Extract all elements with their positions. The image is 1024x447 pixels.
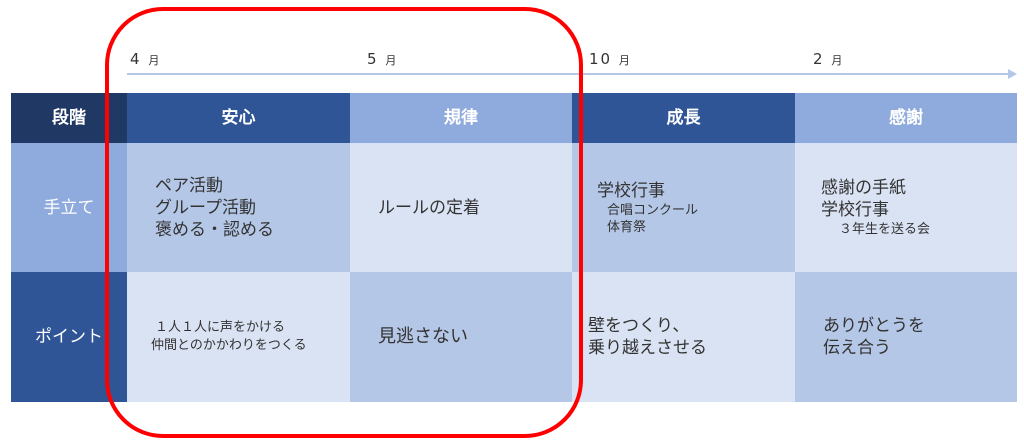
cell-line: ルールの定着 [378,197,480,218]
row-label: ポイント [35,327,103,347]
stage-header-kansha: 感謝 [795,93,1017,143]
stage-header-anshin: 安心 [127,93,350,143]
cell-tedate-seicho: 学校行事 合唱コンクール 体育祭 [572,143,795,272]
month-label-april: 4 月 [130,50,161,68]
stage-label: 安心 [221,108,256,128]
cell-line: 仲間とのかかわりをつくる [151,338,307,353]
row-label: 手立て [43,197,95,218]
cell-line: 学校行事 [821,200,889,220]
month-number: 5 [367,50,379,68]
cell-point-anshin: １人１人に声をかける 仲間とのかかわりをつくる [127,272,350,402]
cell-point-kansha: ありがとうを 伝え合う [795,272,1017,402]
month-label-may: 5 月 [367,50,398,68]
stage-label: 成長 [666,108,701,128]
cell-tedate-kiritsu: ルールの定着 [350,143,572,272]
stage-table: 段階 安心 規律 成長 感謝 手立て ペア活動 グループ活動 褒める・認める ル… [11,93,1017,402]
cell-tedate-anshin: ペア活動 グループ活動 褒める・認める [127,143,350,272]
cell-subline: ３年生を送る会 [839,222,931,237]
cell-point-kiritsu: 見逃さない [350,272,572,402]
row-label-point: ポイント [11,272,127,402]
month-unit: 月 [148,54,162,67]
stage-header-seicho: 成長 [572,93,795,143]
cell-line: 褒める・認める [155,219,274,240]
row-label-tedate: 手立て [11,143,127,272]
cell-line: ペア活動 [155,175,223,196]
month-number: 2 [813,50,825,68]
month-unit: 月 [831,54,845,67]
cell-subline: 合唱コンクール [607,202,699,218]
timeline-arrow-icon [1008,69,1017,79]
stage-label: 感謝 [889,108,923,128]
cell-tedate-kansha: 感謝の手紙 学校行事 ３年生を送る会 [795,143,1017,272]
cell-line: １人１人に声をかける [155,320,286,335]
cell-line: 壁をつくり、 [588,316,690,336]
month-number: 4 [130,50,142,68]
month-label-october: 10 月 [589,50,632,68]
cell-line: 伝え合う [823,338,891,358]
stage-header-kiritsu: 規律 [350,93,572,143]
stage-label: 規律 [444,108,478,128]
cell-line: グループ活動 [155,197,256,218]
month-label-february: 2 月 [813,50,844,68]
cell-line: 学校行事 [597,180,665,201]
cell-point-seicho: 壁をつくり、 乗り越えさせる [572,272,795,402]
header-label: 段階 [52,108,86,128]
month-number: 10 [589,50,613,68]
cell-subline: 体育祭 [607,219,647,235]
month-unit: 月 [385,54,399,67]
header-label-cell: 段階 [11,93,127,143]
month-unit: 月 [618,54,632,67]
cell-line: 見逃さない [378,326,468,347]
cell-line: 乗り越えさせる [588,338,707,358]
timeline-line [127,73,1009,75]
cell-line: 感謝の手紙 [821,178,906,198]
cell-line: ありがとうを [823,316,925,336]
